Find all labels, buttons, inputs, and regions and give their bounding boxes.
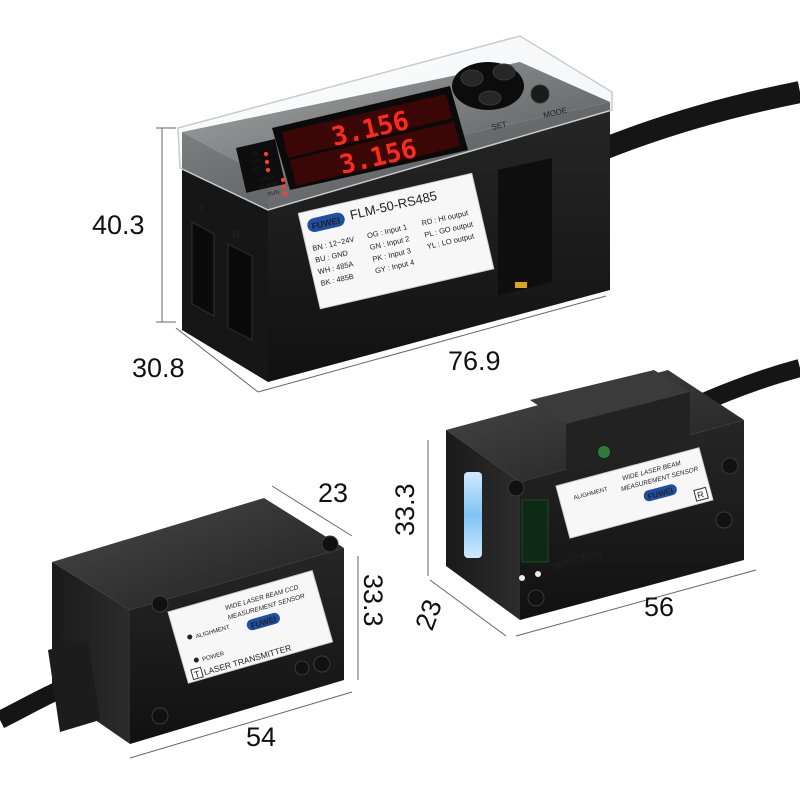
receiver-length-line — [515, 569, 757, 637]
screw-icon — [721, 457, 739, 475]
dim-transmitter-length: 54 — [246, 722, 276, 752]
display-window-bottom — [290, 122, 460, 186]
indicator-label-alarm: ALARM — [259, 181, 279, 191]
din-rail-clip — [498, 158, 552, 296]
indicator-led-laser — [280, 177, 286, 183]
controller-unit: 3.156 3.156 HI GO LO LASER ALARM RUN SET — [177, 35, 613, 382]
alignment-led — [598, 446, 610, 458]
transmitter-length-line — [129, 691, 353, 759]
receiver-tag-letter: R — [696, 489, 705, 500]
port-r-label: R — [232, 229, 240, 241]
indicator-led-alarm — [281, 184, 287, 190]
brand-badge — [307, 212, 345, 233]
indicator-bezel — [236, 139, 286, 193]
aux-key[interactable] — [530, 84, 550, 104]
screw-icon — [321, 535, 339, 553]
transmitter-label: WIDE LASER BEAM CCD MEASUREMENT SENSOR F… — [167, 570, 334, 684]
transmitter-unit: WIDE LASER BEAM CCD MEASUREMENT SENSOR F… — [48, 498, 344, 744]
screw-icon — [507, 479, 525, 497]
screw-icon — [715, 511, 733, 529]
dim-transmitter-height: 33.3 — [358, 574, 388, 627]
indicator-panel: HI GO LO LASER ALARM RUN — [236, 139, 288, 198]
label-card — [297, 172, 495, 310]
dim-controller-depth: 30.8 — [132, 353, 185, 383]
transmitter-brand-badge — [246, 612, 280, 631]
transmitter-top-face — [52, 498, 344, 610]
indicator-label-lo: LO — [251, 166, 260, 174]
screw-icon — [151, 707, 169, 725]
port-t-label: T — [198, 203, 205, 215]
indicator-led-go — [264, 159, 270, 165]
controller-label: FUWEI FLM-50-RS485 BN : 12~24V BU : GND … — [297, 172, 495, 310]
clip-latch — [515, 282, 527, 288]
screw-icon — [527, 589, 545, 607]
controller-dimension-lines — [156, 127, 607, 393]
transmitter-depth-line — [271, 485, 353, 537]
indicator-led-run — [282, 191, 288, 197]
dim-controller-length: 76.9 — [448, 346, 501, 376]
dim-receiver-height: 33.3 — [390, 483, 420, 536]
screw-icon — [294, 660, 310, 676]
dim-controller-height: 40.3 — [92, 210, 145, 240]
receiver-label: ALIGHMENT WIDE LASER BEAM MEASUREMENT SE… — [555, 447, 714, 539]
dim-receiver-depth: 23 — [409, 596, 447, 634]
display-window-top — [282, 94, 452, 158]
receiver-top-block-front — [566, 392, 690, 472]
receiver-dimension-lines — [427, 440, 757, 637]
controller-cable — [591, 81, 800, 163]
mode-key[interactable] — [492, 63, 516, 81]
dim-receiver-length: 56 — [644, 592, 674, 622]
receiver-depth-line — [429, 579, 507, 637]
transmitter-cable-gland — [48, 640, 100, 732]
indicator-label-laser: LASER — [257, 174, 276, 184]
control-pad: SET MODE — [452, 62, 568, 132]
transmitter-dimension-lines — [129, 485, 359, 759]
indicator-label-run: RUN — [267, 189, 280, 198]
transmitter-tag-box — [190, 666, 204, 681]
detector-array — [521, 499, 549, 563]
set-label: SET — [490, 120, 507, 132]
indicator-led-hi — [263, 151, 269, 157]
receiver-tag-box — [693, 486, 709, 502]
indicator-label-go: GO — [251, 158, 261, 166]
port-r-socket[interactable] — [227, 243, 253, 341]
down-key[interactable] — [478, 90, 502, 106]
power-dot — [193, 657, 199, 663]
alignment-dot — [187, 634, 193, 640]
receiver-label-card — [555, 447, 714, 539]
power-led — [519, 575, 525, 581]
dim-transmitter-depth: 23 — [318, 478, 348, 508]
depth-line — [175, 327, 259, 393]
receiver-brand-badge — [643, 484, 677, 502]
transmitter-tag-letter: T — [193, 669, 202, 680]
receiver-top-block — [530, 370, 690, 424]
screw-icon — [151, 595, 169, 613]
port-t-socket[interactable] — [191, 221, 215, 317]
set-key[interactable] — [460, 69, 484, 87]
indicator-led-lo — [265, 167, 271, 173]
indicator-label-hi: HI — [251, 151, 258, 158]
detection-led — [535, 571, 541, 577]
length-line — [257, 295, 607, 393]
screw-icon — [313, 655, 331, 673]
receiver-window — [464, 472, 482, 558]
receiver-unit: ALIGHMENT WIDE LASER BEAM MEASUREMENT SE… — [446, 370, 744, 620]
